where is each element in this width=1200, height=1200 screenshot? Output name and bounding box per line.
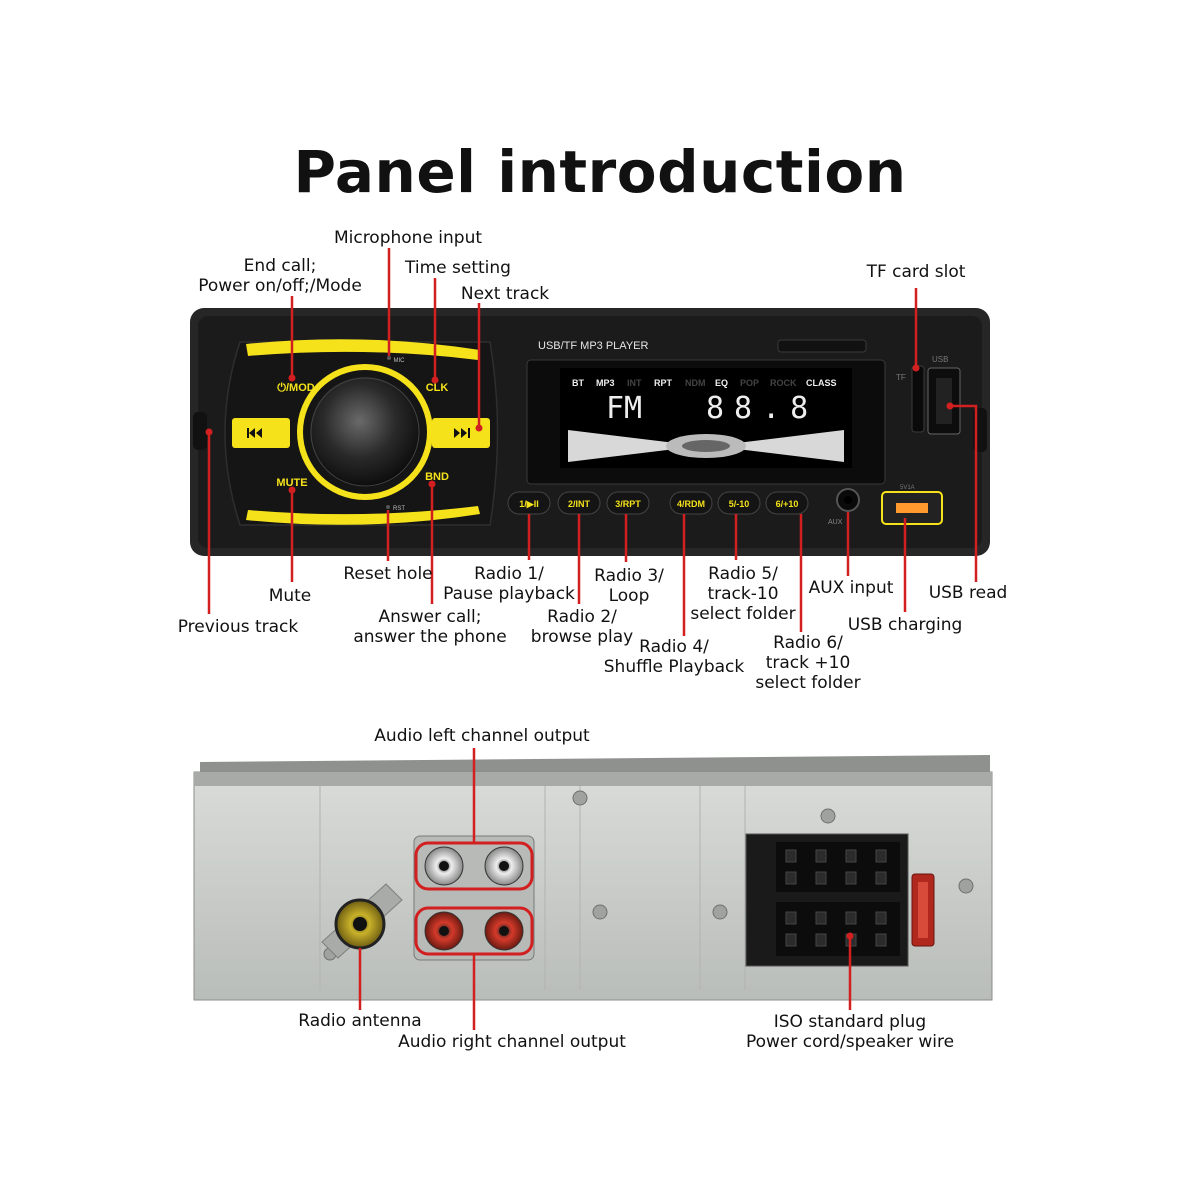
label-radio2-line1: Radio 2/ xyxy=(547,607,617,627)
rst-label: RST xyxy=(393,506,405,512)
label-iso-plug: ISO standard plug Power cord/speaker wir… xyxy=(730,1012,970,1052)
label-radio3: Radio 3/ Loop xyxy=(582,566,676,606)
display-frequency: 88.8 xyxy=(706,391,818,426)
mic-label: MIC xyxy=(394,358,406,364)
label-tf-card-slot: TF card slot xyxy=(866,262,966,282)
label-usb-charging: USB charging xyxy=(847,615,963,635)
indicator-class: CLASS xyxy=(806,378,837,388)
back-callout-lines xyxy=(358,748,852,1030)
label-radio5-line3: select folder xyxy=(690,604,796,624)
label-iso-plug-line1: ISO standard plug xyxy=(773,1012,927,1032)
label-radio4-line2: Shuffle Playback xyxy=(603,657,745,677)
iso-callout-dot xyxy=(846,932,854,940)
preset-button-3[interactable]: 3/RPT xyxy=(615,499,641,509)
label-radio6-line2: track +10 xyxy=(765,653,851,673)
label-previous-track: Previous track xyxy=(177,617,299,637)
label-radio1-line2: Pause playback xyxy=(443,584,575,604)
usb-port-label: 5V1A xyxy=(900,485,915,491)
preset-button-2[interactable]: 2/INT xyxy=(568,499,591,509)
label-radio1-line1: Radio 1/ xyxy=(474,564,544,584)
indicator-bt: BT xyxy=(572,378,584,388)
label-radio5: Radio 5/ track-10 select folder xyxy=(680,564,806,624)
label-end-call-line1: End call; xyxy=(243,256,317,276)
label-time-setting: Time setting xyxy=(405,258,511,278)
label-mute: Mute xyxy=(268,586,312,606)
label-radio3-line1: Radio 3/ xyxy=(594,566,664,586)
label-radio6-line3: select folder xyxy=(755,673,861,693)
display-indicators: BT MP3 INT RPT NDM EQ POP ROCK CLASS xyxy=(572,378,837,388)
cd-slot xyxy=(777,339,867,353)
label-audio-right: Audio right channel output xyxy=(398,1032,626,1052)
clk-button-label[interactable]: CLK xyxy=(426,382,449,394)
page-title: Panel introduction xyxy=(293,138,907,206)
front-callout-lines xyxy=(207,248,978,636)
preset-button-6[interactable]: 6/+10 xyxy=(776,499,799,509)
indicator-mp3: MP3 xyxy=(596,378,615,388)
display-band: FM xyxy=(606,391,642,426)
preset-button-5[interactable]: 5/-10 xyxy=(729,499,750,509)
mic-hole xyxy=(387,356,391,360)
aux-label: AUX xyxy=(828,519,843,526)
label-radio6-line1: Radio 6/ xyxy=(773,633,843,653)
label-radio4: Radio 4/ Shuffle Playback xyxy=(596,637,752,677)
display-wave-graphic xyxy=(568,430,844,462)
reset-hole[interactable] xyxy=(386,505,390,509)
tf-card-slot[interactable] xyxy=(911,365,925,433)
label-radio-antenna: Radio antenna xyxy=(298,1011,422,1031)
label-aux-input: AUX input xyxy=(808,578,894,598)
svg-text:⏻/MOD: ⏻/MOD xyxy=(277,381,314,394)
preset-button-1[interactable]: 1/▶II xyxy=(519,499,538,509)
label-end-call: End call; Power on/off;/Mode xyxy=(170,256,390,296)
label-reset-hole: Reset hole xyxy=(343,564,433,584)
indicator-int: INT xyxy=(627,378,642,388)
indicator-rock: ROCK xyxy=(770,378,797,388)
label-microphone-input: Microphone input xyxy=(333,228,483,248)
indicator-eq: EQ xyxy=(715,378,728,388)
front-callout-dots xyxy=(205,364,954,494)
label-radio1: Radio 1/ Pause playback xyxy=(436,564,582,604)
mute-button-label[interactable]: MUTE xyxy=(276,477,307,489)
back-panel xyxy=(193,755,993,1001)
label-radio2: Radio 2/ browse play xyxy=(520,607,644,647)
label-radio5-line1: Radio 5/ xyxy=(708,564,778,584)
indicator-ndm: NDM xyxy=(685,378,706,388)
indicator-rpt: RPT xyxy=(654,378,673,388)
label-radio4-line1: Radio 4/ xyxy=(639,637,709,657)
label-radio2-line2: browse play xyxy=(530,627,634,647)
label-answer-call: Answer call; answer the phone xyxy=(340,607,520,647)
label-usb-read: USB read xyxy=(928,583,1008,603)
label-audio-left: Audio left channel output xyxy=(374,726,590,746)
label-radio5-line2: track-10 xyxy=(707,584,779,604)
preset-button-4[interactable]: 4/RDM xyxy=(677,499,705,509)
usb-label: USB xyxy=(932,355,948,364)
mod-button-label[interactable]: MOD xyxy=(289,382,315,394)
label-answer-call-line2: answer the phone xyxy=(353,627,507,647)
label-radio6: Radio 6/ track +10 select folder xyxy=(746,633,870,693)
device-header: USB/TF MP3 PLAYER xyxy=(538,340,648,352)
label-radio3-line2: Loop xyxy=(608,586,650,606)
label-end-call-line2: Power on/off;/Mode xyxy=(198,276,362,296)
label-iso-plug-line2: Power cord/speaker wire xyxy=(745,1032,955,1052)
label-answer-call-line1: Answer call; xyxy=(378,607,482,627)
label-next-track: Next track xyxy=(460,284,550,304)
tf-label: TF xyxy=(896,373,906,382)
bnd-button-label[interactable]: BND xyxy=(425,471,449,483)
indicator-pop: POP xyxy=(740,378,759,388)
preset-buttons xyxy=(507,491,809,515)
